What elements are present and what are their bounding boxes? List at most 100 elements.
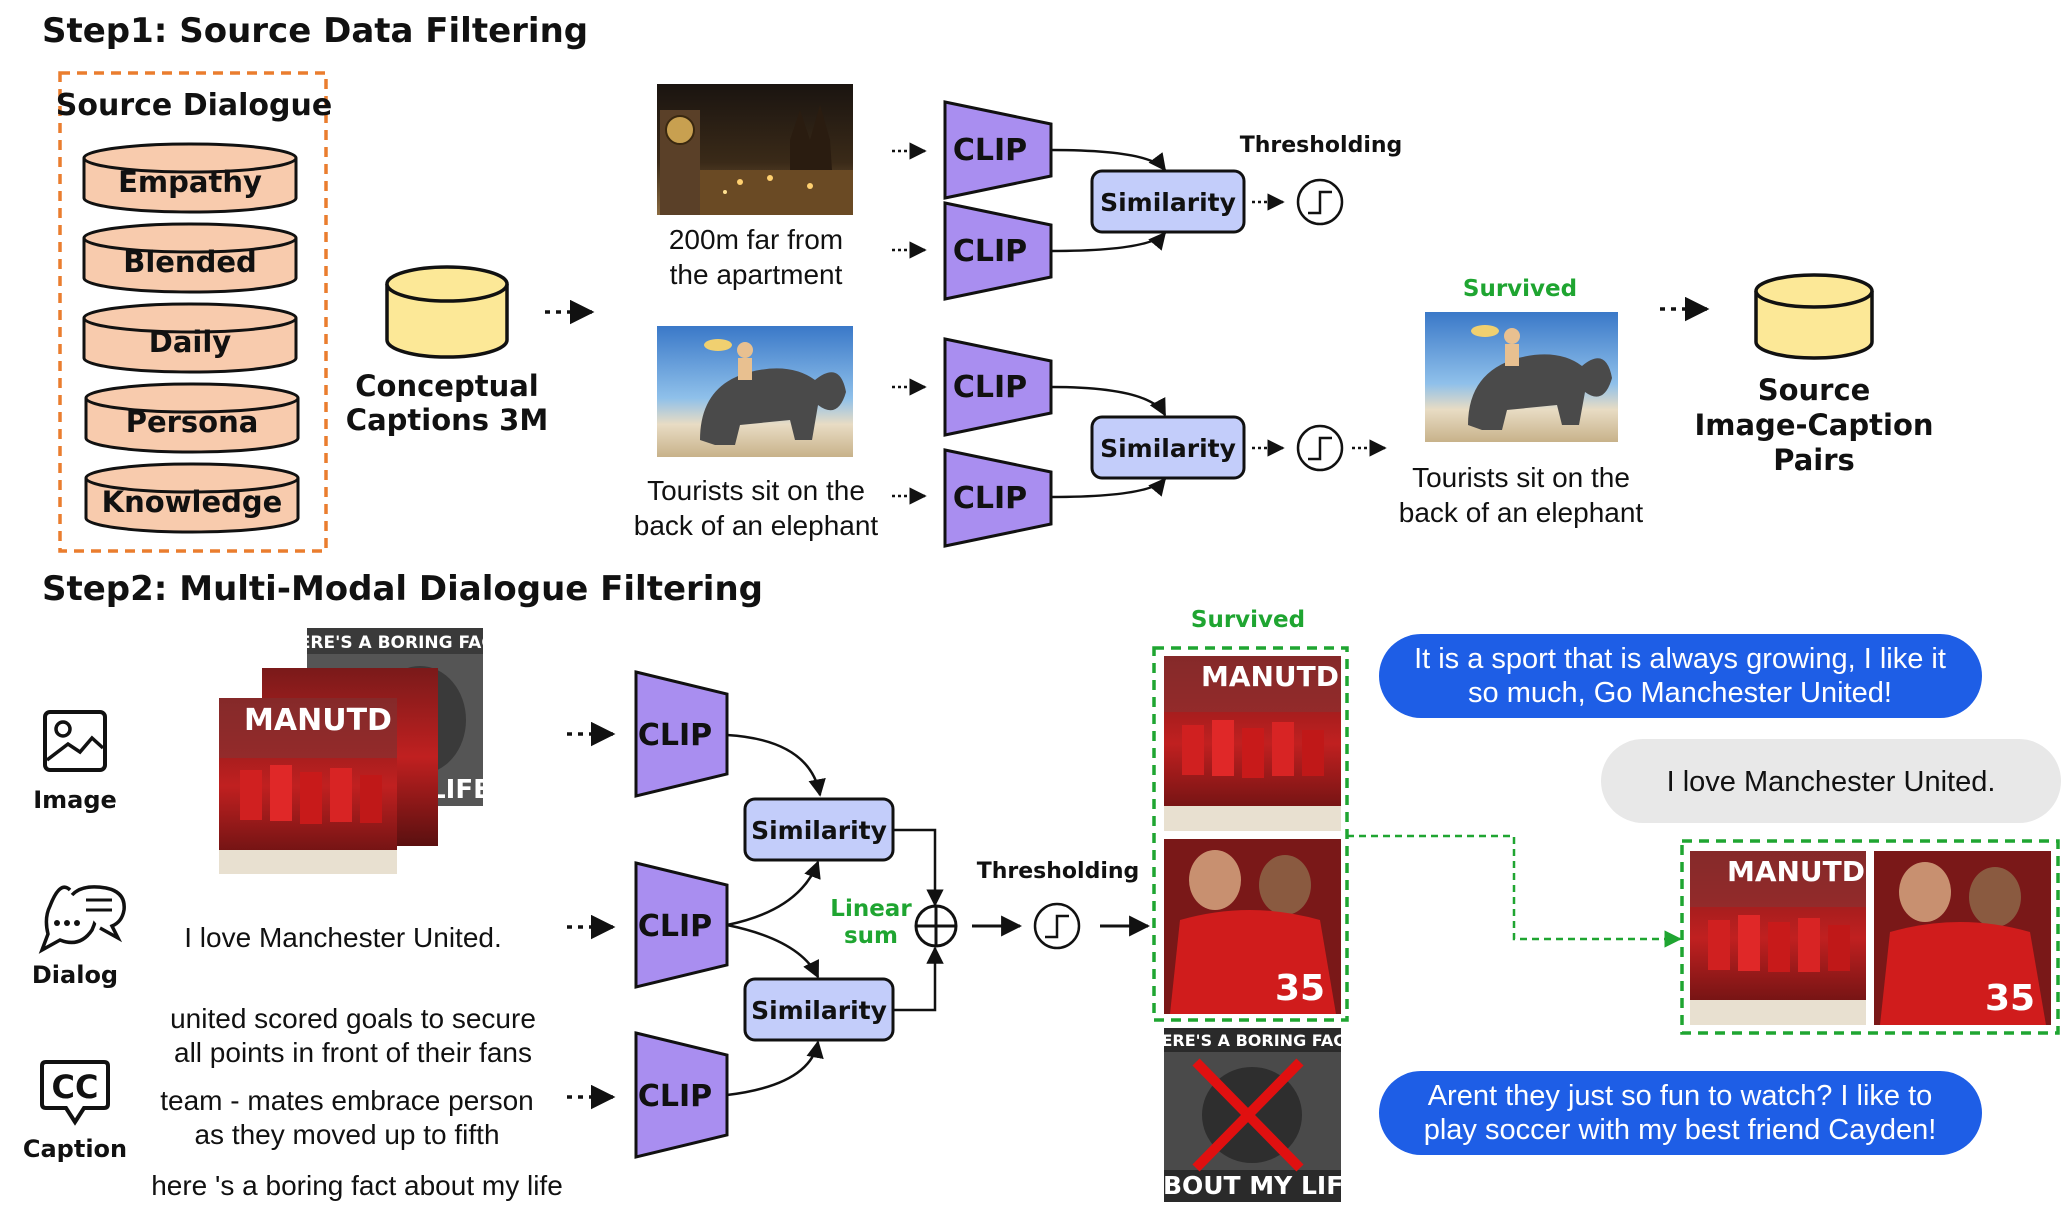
survived-caption-line2: back of an elephant	[1399, 497, 1644, 528]
flow-arrow	[1050, 477, 1167, 499]
flow-arrow	[726, 923, 820, 979]
clip-encoder: CLIP	[634, 1031, 729, 1159]
rejected-cross-icon	[1192, 1058, 1304, 1172]
svg-text:Arent they just so fun to watc: Arent they just so fun to watch? I like …	[1428, 1080, 1933, 1112]
cc3m-label-line2: Captions 3M	[346, 403, 548, 437]
caption-a-line1: united scored goals to secure	[170, 1003, 536, 1034]
similarity-box: Similarity	[1090, 415, 1246, 480]
clip-encoder: CLIP	[943, 448, 1053, 548]
flow-arrow	[1050, 385, 1167, 417]
survived-caption-line1: Tourists sit on the	[1412, 462, 1630, 493]
dataset-blended: Blended	[82, 222, 298, 294]
cc3m-database-icon	[385, 265, 509, 359]
modality-caption-label: Caption	[23, 1135, 127, 1163]
flow-arrow	[1050, 148, 1167, 172]
output-label-line2: Image-Caption	[1694, 408, 1933, 442]
clip-encoder: CLIP	[634, 670, 729, 798]
svg-text:MANUTD: MANUTD	[1727, 855, 1865, 888]
dataset-label: Knowledge	[102, 485, 283, 519]
soccer-image-front: MANUTD	[219, 698, 397, 874]
modality-image-label: Image	[33, 786, 117, 814]
output-database-icon	[1754, 273, 1874, 360]
caption-b-line1: team - mates embrace person	[160, 1085, 534, 1116]
svg-text:CLIP: CLIP	[953, 234, 1027, 269]
output-label-line3: Pairs	[1773, 443, 1855, 477]
linear-sum-label-line1: Linear	[830, 896, 912, 922]
modality-dialog-label: Dialog	[32, 961, 118, 989]
flow-arrow	[726, 733, 826, 797]
elephant-photo	[657, 326, 853, 457]
clip-encoder: CLIP	[943, 337, 1053, 437]
dataset-label: Persona	[126, 405, 259, 439]
dataset-knowledge: Knowledge	[84, 462, 300, 534]
linear-sum-label-line2: sum	[844, 923, 898, 949]
similarity-box: Similarity	[1090, 169, 1246, 234]
night-city-photo	[657, 84, 853, 215]
dialog-icon	[38, 885, 126, 954]
svg-text:I love Manchester United.: I love Manchester United.	[1667, 766, 1996, 798]
svg-text:CLIP: CLIP	[638, 718, 712, 753]
survived-label: Survived	[1463, 276, 1577, 302]
svg-text:CLIP: CLIP	[638, 909, 712, 944]
svg-text:CLIP: CLIP	[638, 1079, 712, 1114]
threshold-step-icon	[1296, 178, 1344, 226]
output-images-box	[1680, 839, 2060, 1035]
thresholding-label: Thresholding	[977, 859, 1140, 884]
threshold-step-icon	[1296, 424, 1344, 472]
output-soccer-image-2: 35	[1874, 851, 2051, 1025]
caption-a-line2: all points in front of their fans	[174, 1037, 532, 1068]
svg-text:Similarity: Similarity	[1100, 188, 1236, 217]
svg-text:HERE'S A BORING FACT: HERE'S A BORING FACT	[1148, 1031, 1356, 1050]
chat-bubble-speaker-a: Arent they just so fun to watch? I like …	[1379, 1071, 1982, 1155]
dialog-text: I love Manchester United.	[184, 922, 502, 953]
thresholding-label: Thresholding	[1240, 133, 1403, 158]
output-soccer-image-1: MANUTD	[1690, 851, 1866, 1025]
svg-text:so much, Go Manchester United!: so much, Go Manchester United!	[1468, 677, 1892, 709]
image-icon	[43, 710, 107, 772]
svg-text:35: 35	[1985, 978, 2035, 1019]
svg-text:CLIP: CLIP	[953, 133, 1027, 168]
dataset-label: Empathy	[118, 165, 262, 199]
survived-label: Survived	[1191, 607, 1305, 633]
caption1-line2: the apartment	[670, 259, 843, 290]
chat-bubble-speaker-a: It is a sport that is always growing, I …	[1379, 634, 1982, 718]
svg-text:CLIP: CLIP	[953, 481, 1027, 516]
similarity-box: Similarity	[743, 797, 895, 862]
dataset-empathy: Empathy	[82, 142, 298, 214]
clip-encoder: CLIP	[943, 201, 1053, 301]
svg-text:CLIP: CLIP	[953, 370, 1027, 405]
clip-encoder: CLIP	[634, 861, 729, 989]
dataset-persona: Persona	[84, 382, 300, 454]
svg-text:MANUTD: MANUTD	[1201, 660, 1339, 693]
svg-text:Similarity: Similarity	[751, 816, 887, 845]
threshold-step-icon	[1033, 902, 1081, 950]
svg-text:LIFE: LIFE	[429, 775, 491, 805]
survived-box	[1152, 646, 1349, 1022]
flow-arrow	[726, 860, 821, 927]
caption2-line2: back of an elephant	[634, 510, 879, 541]
flow-arrow	[1050, 231, 1167, 253]
flow-arrow	[893, 946, 944, 1012]
sum-icon	[914, 904, 958, 948]
flow-arrow	[893, 828, 944, 907]
svg-text:play soccer with my best frien: play soccer with my best friend Cayden!	[1424, 1114, 1937, 1146]
svg-text:Similarity: Similarity	[751, 996, 887, 1025]
step2-title: Step2: Multi-Modal Dialogue Filtering	[42, 569, 763, 609]
caption-c: here 's a boring fact about my life	[151, 1170, 563, 1201]
source-dialogue-label: Source Dialogue	[56, 88, 332, 123]
survived-elephant-photo	[1425, 312, 1618, 442]
survived-connector-arrow	[1347, 834, 1682, 948]
svg-text:ABOUT MY LIFE: ABOUT MY LIFE	[1144, 1171, 1361, 1200]
svg-text:35: 35	[1275, 968, 1325, 1009]
svg-text:MANUTD: MANUTD	[244, 703, 392, 738]
flow-arrow	[726, 1040, 824, 1097]
caption-b-line2: as they moved up to fifth	[194, 1119, 499, 1150]
caption2-line1: Tourists sit on the	[647, 475, 865, 506]
source-dialogue-box	[58, 71, 328, 553]
svg-text:Similarity: Similarity	[1100, 434, 1236, 463]
dataset-label: Blended	[123, 245, 257, 279]
survived-soccer-image-2: 35	[1164, 839, 1341, 1014]
survived-soccer-image-1: MANUTD	[1164, 656, 1341, 831]
similarity-box: Similarity	[743, 977, 895, 1042]
